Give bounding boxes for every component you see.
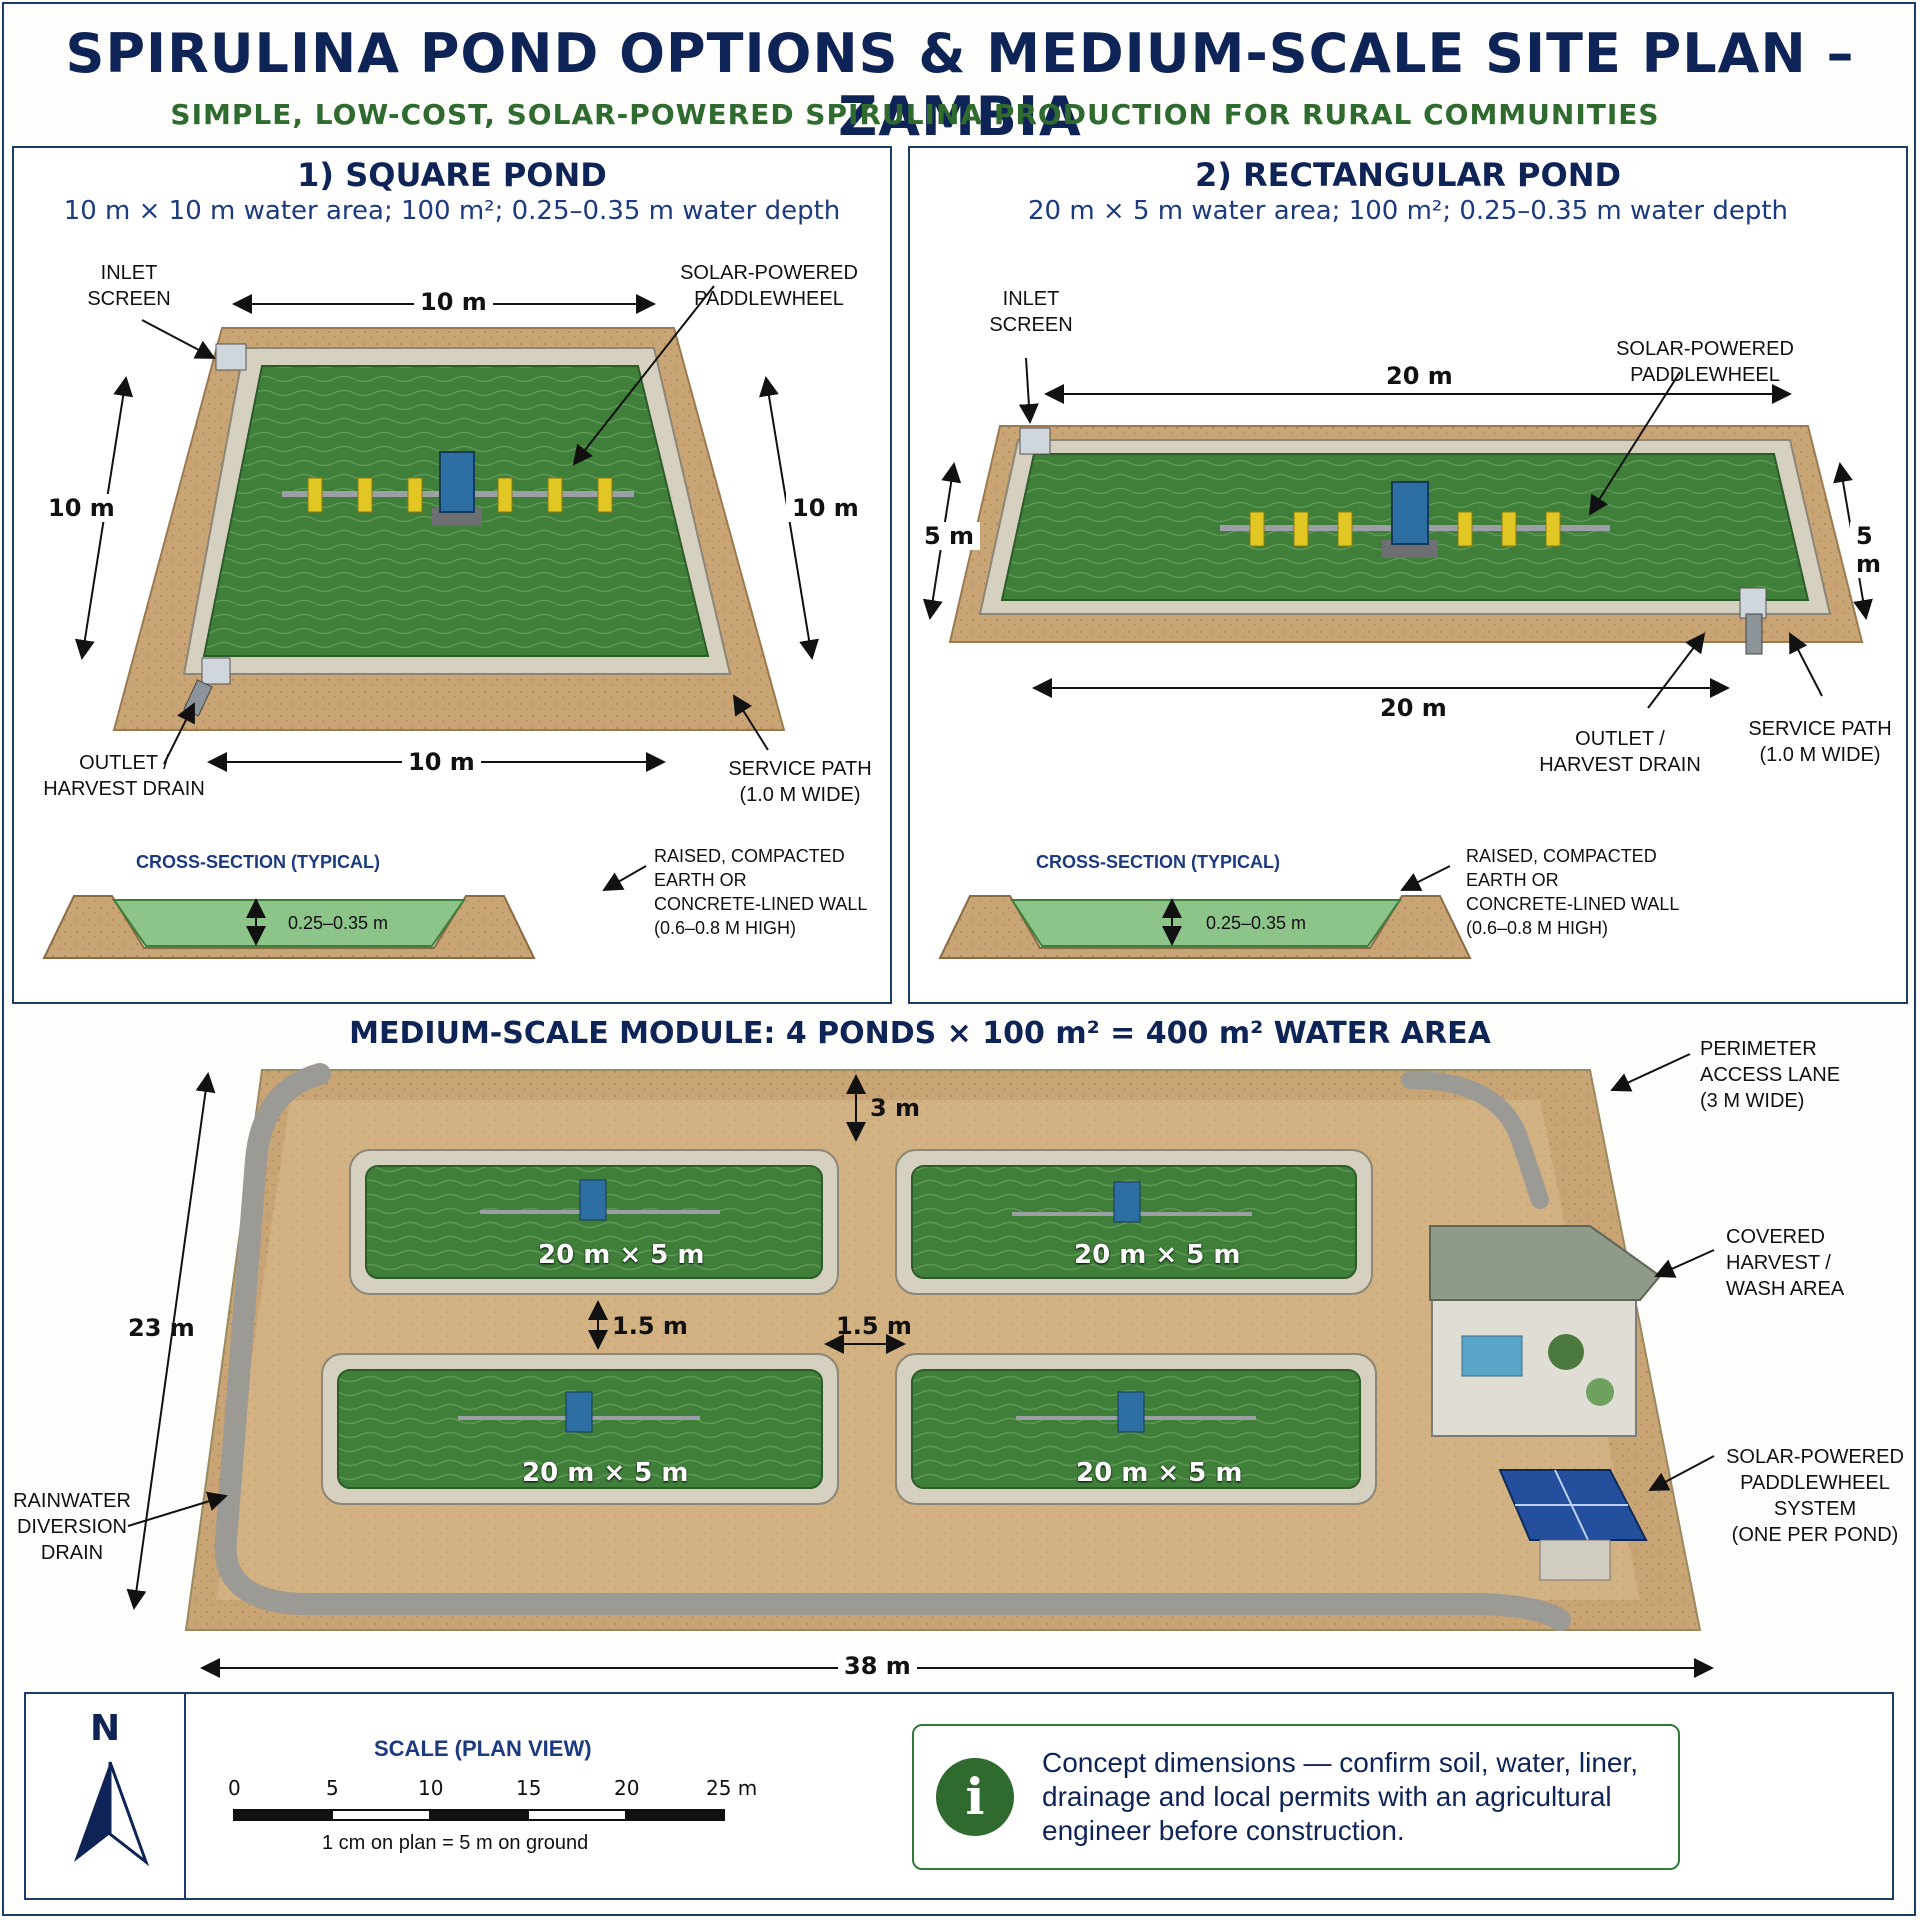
module-lane-dim: 3 m: [870, 1094, 921, 1122]
module-pond-3: [321, 1353, 839, 1505]
square-paddlewheel-label: SOLAR-POWERED PADDLEWHEEL: [680, 262, 858, 310]
square-dim-bottom: 10 m: [402, 748, 481, 776]
module-pond-1-label: 20 m × 5 m: [538, 1240, 705, 1270]
square-cross-section: [42, 895, 536, 959]
rect-dim-left: 5 m: [918, 522, 981, 550]
rect-dim-top: 20 m: [1380, 362, 1459, 390]
module-pond-2: [895, 1149, 1373, 1295]
rect-dim-bottom: 20 m: [1374, 694, 1453, 722]
scale-bar: [233, 1809, 725, 1821]
module-gap-vertical-dim: 1.5 m: [612, 1312, 688, 1340]
square-service-path-label: SERVICE PATH (1.0 m WIDE): [728, 758, 872, 806]
rect-depth-label: 0.25–0.35 m: [1205, 913, 1307, 933]
rect-service-path-label: SERVICE PATH (1.0 m WIDE): [1748, 718, 1892, 766]
module-height-dim: 23 m: [128, 1314, 195, 1342]
page-subtitle: SIMPLE, LOW-COST, SOLAR-POWERED SPIRULIN…: [170, 98, 1660, 131]
module-pond-3-label: 20 m × 5 m: [522, 1458, 689, 1488]
square-dim-right: 10 m: [786, 494, 865, 522]
module-pond-4: [895, 1353, 1377, 1505]
rect-cross-section-title: CROSS-SECTION (TYPICAL): [1036, 852, 1281, 872]
square-pond-subtitle: 10 m × 10 m water area; 100 m²; 0.25–0.3…: [63, 196, 841, 226]
scale-tick-0: 0: [228, 1776, 241, 1800]
harvest-shed-icon: [1429, 1225, 1662, 1437]
square-inlet-icon: [215, 343, 247, 371]
square-wall-label: RAISED, COMPACTED EARTH OR CONCRETE-LINE…: [654, 846, 868, 938]
rainwater-drain-label: RAINWATER DIVERSION DRAIN: [13, 1490, 131, 1564]
square-dim-left: 10 m: [42, 494, 121, 522]
rect-pond-drawing: [922, 357, 1873, 959]
scale-tick-5: 25 m: [706, 1776, 758, 1800]
harvest-area-label: COVERED HARVEST / WASH AREA: [1726, 1226, 1845, 1300]
rect-dim-right: 5 m: [1850, 522, 1906, 578]
square-inlet-label: INLET SCREEN: [87, 262, 171, 310]
rect-outlet-icon: [1745, 613, 1763, 655]
module-pond-2-label: 20 m × 5 m: [1074, 1240, 1241, 1270]
rect-outlet-label: OUTLET / HARVEST DRAIN: [1539, 728, 1701, 776]
module-width-dim: 38 m: [838, 1652, 917, 1680]
north-arrow-icon: [74, 1761, 150, 1867]
rect-cross-section: [938, 895, 1472, 959]
rect-inlet-icon: [1019, 427, 1051, 455]
rect-wall-label: RAISED, COMPACTED EARTH OR CONCRETE-LINE…: [1466, 846, 1680, 938]
scale-title: SCALE (PLAN VIEW): [374, 1736, 592, 1761]
square-dim-top: 10 m: [414, 288, 493, 316]
rect-inlet-label: INLET SCREEN: [989, 288, 1073, 336]
rect-pond-panel: 2) RECTANGULAR POND 20 m × 5 m water are…: [908, 146, 1908, 1004]
scale-tick-4: 20: [614, 1776, 640, 1800]
square-paddlewheel-icon: [307, 451, 613, 526]
solar-panel-icon: [1498, 1469, 1648, 1581]
square-outlet-label: OUTLET / HARVEST DRAIN: [43, 752, 205, 800]
module-pond-4-label: 20 m × 5 m: [1076, 1458, 1243, 1488]
rect-pond-title: 2) RECTANGULAR POND: [1194, 156, 1622, 194]
square-cross-section-title: CROSS-SECTION (TYPICAL): [136, 852, 381, 872]
perimeter-lane-label: PERIMETER ACCESS LANE (3 m WIDE): [1700, 1038, 1841, 1112]
info-note-box: i Concept dimensions — confirm soil, wat…: [912, 1724, 1680, 1870]
scale-tick-3: 15: [516, 1776, 542, 1800]
page-title: SPIRULINA POND OPTIONS & MEDIUM-SCALE SI…: [65, 22, 1855, 148]
rect-paddlewheel-icon: [1249, 481, 1561, 558]
module-pond-1: [349, 1149, 839, 1295]
solar-system-label: SOLAR-POWERED PADDLEWHEEL SYSTEM (ONE PE…: [1726, 1446, 1904, 1546]
rect-pond-subtitle: 20 m × 5 m water area; 100 m²; 0.25–0.35…: [1027, 196, 1789, 226]
module-gap-horizontal-dim: 1.5 m: [836, 1312, 912, 1340]
info-icon: i: [936, 1758, 1014, 1836]
scale-tick-2: 10: [418, 1776, 444, 1800]
info-note-text: Concept dimensions — confirm soil, water…: [1042, 1747, 1639, 1846]
module-title: MEDIUM-SCALE MODULE: 4 PONDS × 100 m² = …: [349, 1016, 1491, 1051]
scale-note: 1 cm on plan = 5 m on ground: [322, 1832, 589, 1854]
north-label: N: [90, 1708, 121, 1749]
square-pond-title: 1) SQUARE POND: [297, 156, 607, 194]
square-pond-drawing: [42, 285, 819, 959]
rainwater-drain: [214, 1063, 1571, 1631]
scale-tick-1: 5: [326, 1776, 339, 1800]
square-pond-panel: 1) SQUARE POND 10 m × 10 m water area; 1…: [12, 146, 892, 1004]
rect-paddlewheel-label: SOLAR-POWERED PADDLEWHEEL: [1616, 338, 1794, 386]
square-depth-label: 0.25–0.35 m: [287, 913, 389, 933]
